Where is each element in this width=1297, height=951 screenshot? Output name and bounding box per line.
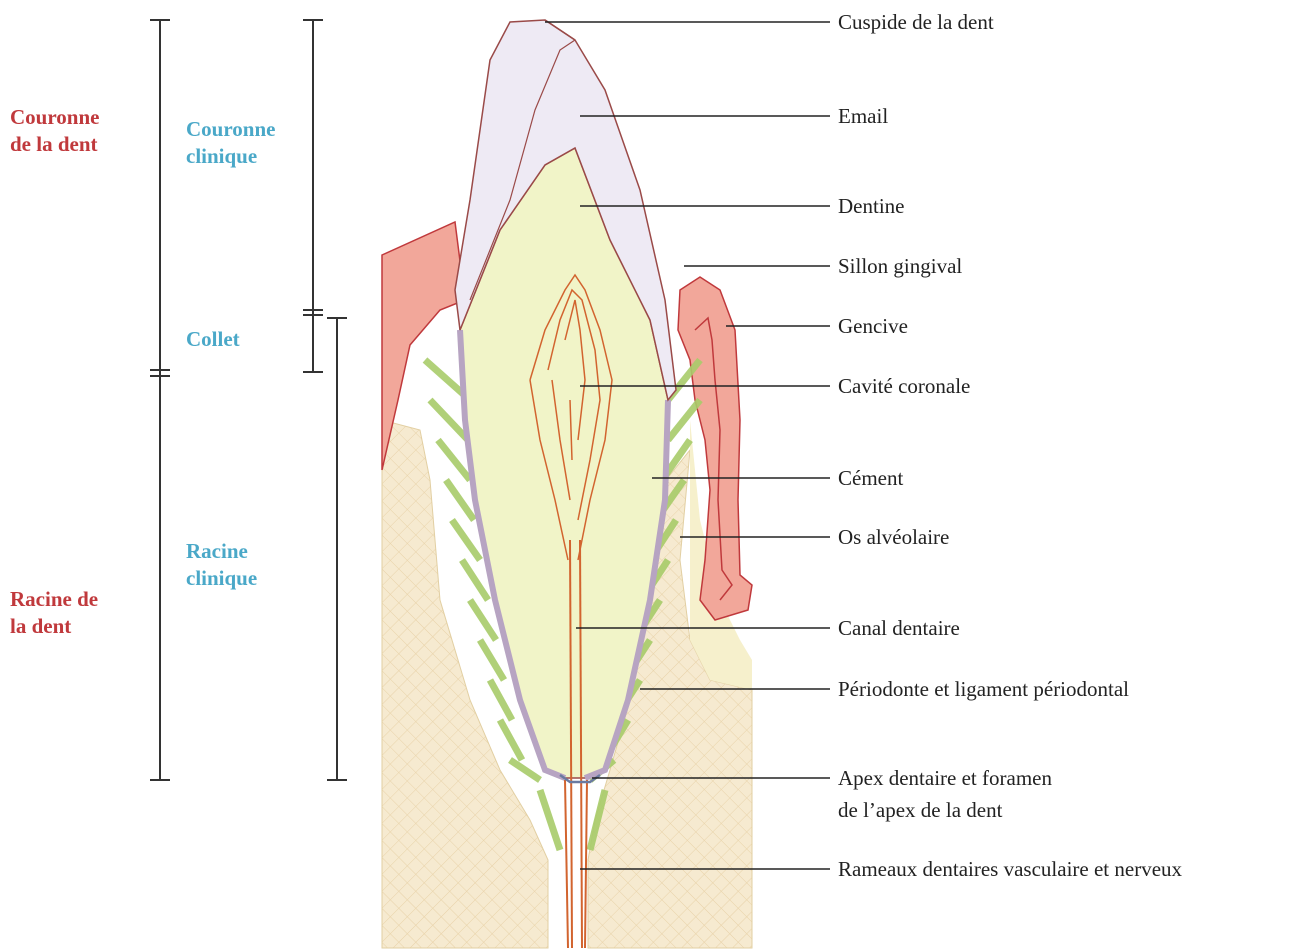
label-dentin: Dentine: [838, 193, 904, 219]
crown-of-tooth-label: Couronne de la dent: [10, 104, 99, 158]
clinical-root-line2: clinique: [186, 565, 257, 592]
label-vessels-nerves: Rameaux dentaires vasculaire et nerveux: [838, 856, 1182, 882]
label-enamel: Email: [838, 103, 888, 129]
clinical-root-label: Racine clinique: [186, 538, 257, 592]
label-apex-line1: Apex dentaire et foramen: [838, 765, 1052, 791]
clinical-crown-label: Couronne clinique: [186, 116, 275, 170]
clinical-crown-line1: Couronne: [186, 116, 275, 143]
root-of-tooth-label: Racine de la dent: [10, 586, 98, 640]
crown-label-line1: Couronne: [10, 104, 99, 131]
label-apex-line2: de l’apex de la dent: [838, 797, 1002, 823]
label-pulp-chamber: Cavité coronale: [838, 373, 970, 399]
label-cusp: Cuspide de la dent: [838, 9, 994, 35]
clinical-crown-line2: clinique: [186, 143, 275, 170]
label-periodontal-ligament: Périodonte et ligament périodontal: [838, 676, 1129, 702]
clinical-root-line1: Racine: [186, 538, 257, 565]
root-label-line2: la dent: [10, 613, 98, 640]
label-cement: Cément: [838, 465, 903, 491]
crown-label-line2: de la dent: [10, 131, 99, 158]
root-label-line1: Racine de: [10, 586, 98, 613]
neck-label: Collet: [186, 326, 240, 353]
gum-right: [678, 277, 752, 620]
label-gingival-sulcus: Sillon gingival: [838, 253, 962, 279]
label-gum: Gencive: [838, 313, 908, 339]
label-root-canal: Canal dentaire: [838, 615, 960, 641]
label-alveolar-bone: Os alvéolaire: [838, 524, 949, 550]
